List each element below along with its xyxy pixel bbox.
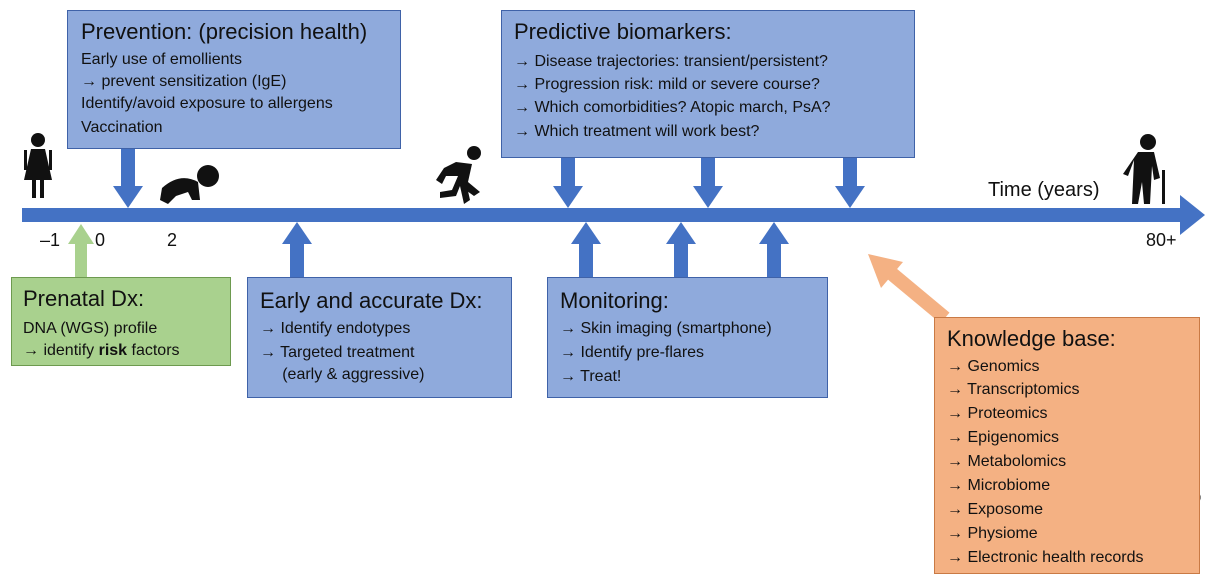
early-dx-line: → Targeted treatment	[260, 344, 415, 361]
down-arrows	[113, 148, 865, 208]
knowledge-line: → Epigenomics	[947, 429, 1060, 446]
predictive-title: Predictive biomarkers:	[514, 19, 732, 44]
knowledge-line: → Metabolomics	[947, 453, 1067, 470]
early-dx-title: Early and accurate Dx:	[260, 288, 483, 313]
orange-arrow	[868, 254, 950, 324]
knowledge-line: → Proteomics	[947, 405, 1048, 422]
knowledge-base-box: Knowledge base: → Genomics → Transcripto…	[934, 317, 1200, 574]
prevention-line: → prevent sensitization (IgE)	[81, 73, 287, 90]
knowledge-line: → Exposome	[947, 501, 1044, 518]
knowledge-title: Knowledge base:	[947, 326, 1116, 351]
knowledge-line: → Transcriptomics	[947, 381, 1080, 398]
monitoring-line: → Identify pre-flares	[560, 344, 705, 361]
predictive-line: → Progression risk: mild or severe cours…	[514, 76, 820, 93]
prevention-line: Early use of emollients	[81, 51, 242, 68]
runner-icon	[436, 146, 481, 204]
risk-emphasis: risk	[98, 342, 128, 359]
knowledge-line: → Genomics	[947, 358, 1040, 375]
monitoring-line: → Treat!	[560, 368, 622, 385]
prenatal-line-suffix: factors	[127, 342, 180, 359]
prenatal-line: DNA (WGS) profile	[23, 320, 158, 337]
elderly-person-icon	[1123, 134, 1165, 204]
prenatal-line-prefix: → identify	[23, 342, 99, 359]
predictive-line: → Which treatment will work best?	[514, 123, 760, 140]
timeline-axis	[22, 208, 1185, 222]
tick-label: 0	[95, 230, 106, 250]
prenatal-dx-box: Prenatal Dx: DNA (WGS) profile → identif…	[11, 277, 231, 366]
predictive-line: → Disease trajectories: transient/persis…	[514, 53, 828, 70]
woman-icon	[24, 133, 52, 198]
prevention-line: Vaccination	[81, 119, 163, 136]
up-arrows	[282, 222, 789, 278]
monitoring-title: Monitoring:	[560, 288, 669, 313]
early-dx-line: → Identify endotypes	[260, 320, 411, 337]
predictive-line: → Which comorbidities? Atopic march, PsA…	[514, 99, 831, 116]
time-axis-label: Time (years)	[988, 179, 1100, 201]
tick-label: 2	[167, 230, 178, 250]
timeline-arrowhead	[1180, 195, 1205, 235]
prenatal-line: → identify risk factors	[23, 340, 180, 361]
knowledge-line: → Electronic health records	[947, 549, 1144, 566]
early-dx-line: (early & aggressive)	[260, 366, 425, 383]
tick-label: 80+	[1146, 230, 1177, 250]
predictive-biomarkers-box: Predictive biomarkers: → Disease traject…	[501, 10, 915, 158]
prevention-title: Prevention: (precision health)	[81, 19, 368, 44]
baby-crawling-icon	[160, 165, 219, 204]
tick-label: –1	[40, 230, 61, 250]
monitoring-box: Monitoring: → Skin imaging (smartphone) …	[547, 277, 828, 398]
early-dx-box: Early and accurate Dx: → Identify endoty…	[247, 277, 512, 398]
monitoring-line: → Skin imaging (smartphone)	[560, 320, 772, 337]
prevention-line: Identify/avoid exposure to allergens	[81, 95, 333, 112]
green-arrow	[68, 224, 94, 278]
prevention-box: Prevention: (precision health) Early use…	[67, 10, 401, 149]
knowledge-line: → Microbiome	[947, 477, 1051, 494]
prenatal-title: Prenatal Dx:	[23, 286, 145, 311]
knowledge-line: → Physiome	[947, 525, 1038, 542]
